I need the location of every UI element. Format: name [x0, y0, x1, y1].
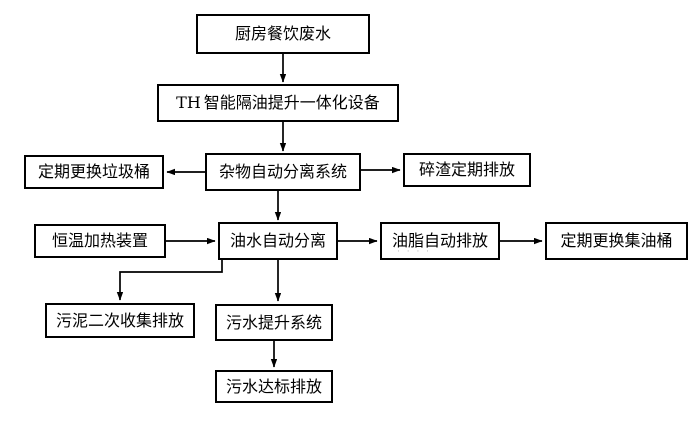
node-debris-auto-separation[interactable]: 杂物自动分离系统	[205, 153, 361, 191]
node-grease-auto-discharge[interactable]: 油脂自动排放	[380, 222, 500, 260]
node-label: 定期更换垃圾桶	[37, 162, 150, 181]
node-label: 定期更换集油桶	[560, 231, 673, 250]
node-slag-scheduled-discharge[interactable]: 碎渣定期排放	[403, 153, 531, 187]
node-sludge-secondary-collection[interactable]: 污泥二次收集排放	[45, 303, 195, 338]
node-label: 智能隔油提升一体化设备	[203, 93, 380, 112]
node-label: 污水提升系统	[225, 312, 322, 332]
node-kitchen-wastewater[interactable]: 厨房餐饮废水	[196, 14, 370, 54]
node-label: 厨房餐饮废水	[234, 24, 331, 43]
node-replace-grease-barrel[interactable]: 定期更换集油桶	[545, 222, 688, 260]
scan-artifact-dots: · · · ·	[397, 247, 432, 257]
node-constant-temp-heating[interactable]: 恒温加热装置	[34, 224, 166, 258]
node-replace-trash-bin[interactable]: 定期更换垃圾桶	[24, 155, 164, 189]
node-label: 油脂自动排放	[391, 231, 488, 250]
node-label: 污水达标排放	[225, 376, 322, 396]
node-label: 恒温加热装置	[51, 231, 148, 250]
node-sewage-lifting-system[interactable]: 污水提升系统	[215, 304, 333, 341]
node-th-integrated-equipment[interactable]: TH 智能隔油提升一体化设备	[157, 84, 399, 122]
node-label: 杂物自动分离系统	[218, 162, 347, 181]
edge-oilwater-to-sludge	[116, 260, 223, 301]
node-label: 污泥二次收集排放	[55, 310, 184, 330]
node-label-lead: TH	[176, 93, 201, 112]
node-oil-water-auto-separation[interactable]: 油水自动分离	[218, 222, 338, 260]
node-label: 油水自动分离	[229, 231, 326, 250]
node-sewage-standard-discharge[interactable]: 污水达标排放	[215, 370, 333, 403]
node-label: 碎渣定期排放	[418, 160, 515, 179]
